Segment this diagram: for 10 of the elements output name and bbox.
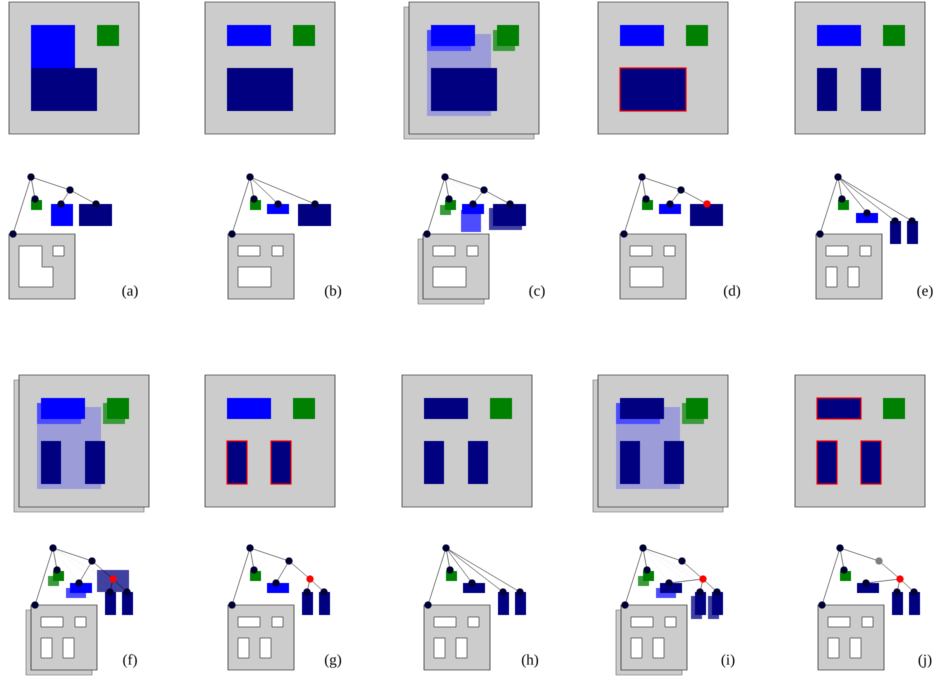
panel-label: (b) xyxy=(324,285,342,299)
panel-label: (i) xyxy=(722,654,734,668)
panel-label: (j) xyxy=(918,654,932,668)
panel-label: (g) xyxy=(324,654,342,668)
panel-label: (f) xyxy=(123,654,137,668)
panel-label: (d) xyxy=(724,285,740,299)
panel-label: (c) xyxy=(529,285,545,299)
panel-label: (a) xyxy=(122,285,138,299)
panel-label: (h) xyxy=(522,654,538,668)
panel-label: (e) xyxy=(917,285,933,299)
